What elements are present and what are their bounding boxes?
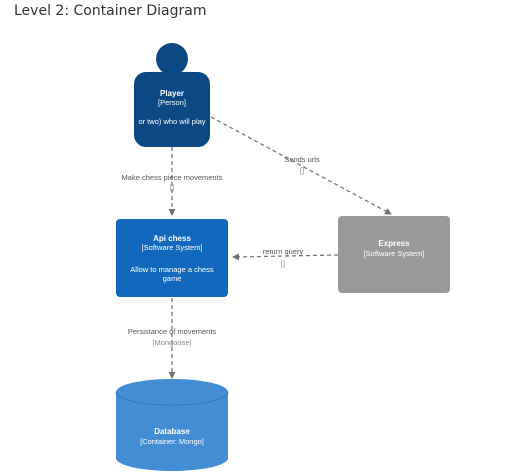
edge-tech: [] (281, 259, 285, 268)
person-body (134, 72, 210, 147)
node-name: Database (154, 427, 190, 436)
edge-label: Persistance of movements (128, 327, 217, 336)
node-name: Express (378, 239, 410, 248)
edge-label: return query (263, 247, 304, 256)
node-description: game (163, 274, 182, 283)
edge-tech: [] (300, 166, 304, 175)
edge-player-to-express[interactable]: Sends urls [] (210, 116, 392, 215)
node-type: [Software System] (142, 243, 203, 252)
edge-label: Make chess piece movements (122, 173, 223, 182)
edge-line (210, 116, 392, 215)
node-box (116, 219, 228, 297)
edge-tech: [] (170, 183, 174, 192)
node-name: Player (160, 89, 184, 98)
person-head-icon (156, 43, 188, 75)
page-title: Level 2: Container Diagram (14, 3, 207, 19)
express-node[interactable]: Express [Software System] (338, 216, 450, 293)
edge-player-to-api[interactable]: Make chess piece movements [] (122, 147, 223, 216)
database-cylinder-icon (116, 379, 228, 471)
api-chess-node[interactable]: Api chess [Software System] Allow to man… (116, 219, 228, 297)
edge-api-to-database[interactable]: Persistance of movements [Mongoose] (128, 298, 217, 379)
node-type: [Software System] (364, 249, 425, 258)
node-name: Api chess (153, 234, 191, 243)
edge-tech: [Mongoose] (152, 338, 191, 347)
node-type: [Container: Mongo] (140, 437, 204, 446)
database-cylinder-rim (115, 391, 229, 406)
node-type: [Person] (158, 98, 186, 107)
node-description: Allow to manage a chess (130, 265, 214, 274)
edge-express-to-api[interactable]: return query [] (232, 247, 339, 268)
edge-line (232, 253, 339, 261)
node-description: or two) who will play (138, 117, 205, 126)
database-node[interactable]: Database [Container: Mongo] (115, 379, 229, 471)
node-box (338, 216, 450, 293)
edge-label: Sends urls (284, 155, 320, 164)
player-node[interactable]: Player [Person] or two) who will play (134, 43, 210, 147)
